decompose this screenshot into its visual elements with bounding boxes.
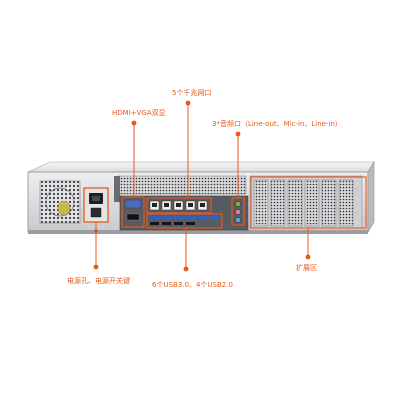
expansion-slot-cover <box>270 179 286 227</box>
usb-ports-label: 6个USB3.0、4个USB2.0 <box>152 281 233 289</box>
lan-port-group <box>149 200 208 211</box>
hdmi-port-icon <box>126 213 140 221</box>
usb2-port-icon <box>186 222 195 225</box>
audio-ports-label: 3*音频口（Line-out、Mic-in、Line-in） <box>212 120 342 128</box>
display-ports-highlight <box>121 196 145 228</box>
usb3-port-icon <box>210 216 219 219</box>
expansion-slot-area <box>249 175 363 229</box>
chassis-bottom <box>28 230 368 234</box>
expansion-slot-cover <box>287 179 303 227</box>
expansion-slot-cover <box>321 179 337 227</box>
audio-jack-icon <box>235 209 241 215</box>
expansion-slot-cover <box>338 179 354 227</box>
callout-lines <box>93 100 311 272</box>
audio-jack-icon <box>235 217 241 223</box>
expansion-slot-cover <box>253 179 269 227</box>
io-bracket-left <box>114 176 120 202</box>
usb-port-group <box>150 216 219 225</box>
top-vent-strip <box>117 175 247 195</box>
warning-sticker <box>57 200 71 216</box>
expansion-label: 扩展区 <box>296 264 317 272</box>
chassis-top <box>27 161 375 173</box>
usb3-port-icon <box>198 216 207 219</box>
fan-ring <box>45 187 75 217</box>
gigabit-ports-label: 5个千兆网口 <box>172 89 212 97</box>
usb2-port-icon <box>150 222 159 225</box>
display-ports-label: HDMI+VGA双显 <box>112 109 166 117</box>
usb3-port-icon <box>162 216 171 219</box>
chassis-side <box>367 160 375 234</box>
expansion-slot-cover <box>304 179 320 227</box>
usb3-port-icon <box>150 216 159 219</box>
power-label: 电源孔、电源开关键 <box>67 277 130 285</box>
usb-ports-highlight <box>146 213 223 229</box>
usb3-port-icon <box>174 216 183 219</box>
usb3-port-icon <box>186 216 195 219</box>
audio-jack-group <box>235 201 241 223</box>
vga-port-icon <box>124 199 142 209</box>
power-inlet-pins <box>92 196 100 201</box>
audio-jack-icon <box>235 201 241 207</box>
usb2-port-icon <box>162 222 171 225</box>
lan-ports-highlight <box>146 197 212 214</box>
usb2-port-icon <box>174 222 183 225</box>
power-switch-icon <box>90 207 102 218</box>
